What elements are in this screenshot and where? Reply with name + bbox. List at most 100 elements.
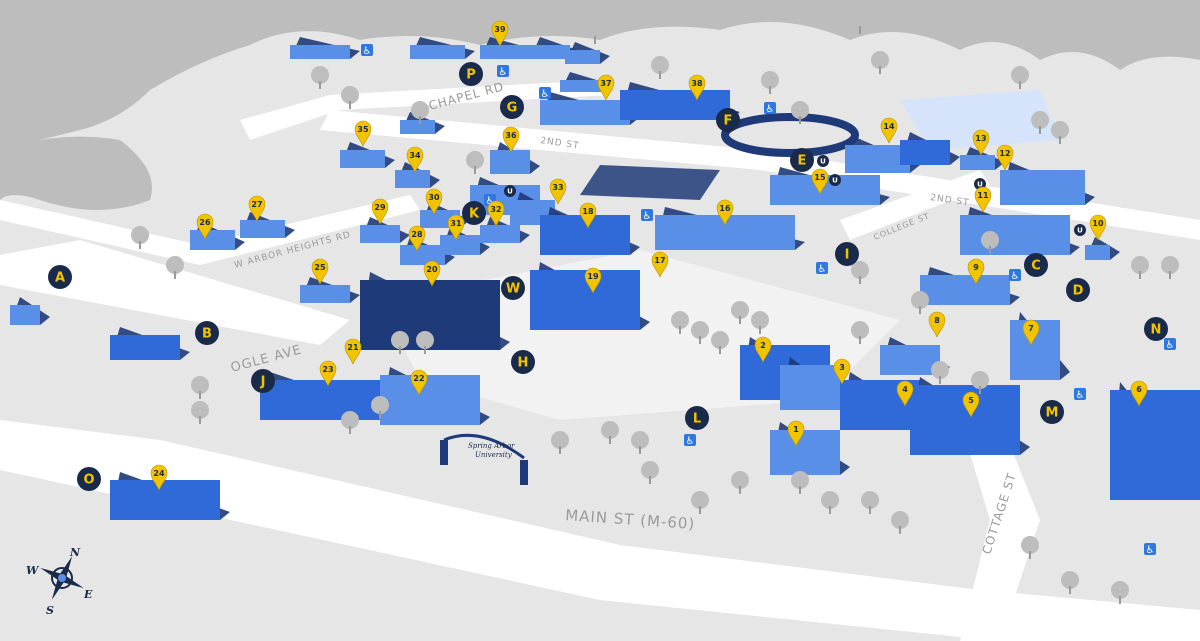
map-pin-icon bbox=[354, 120, 372, 147]
zone-marker-c[interactable]: C bbox=[1024, 253, 1048, 277]
building-pin-label: 22 bbox=[413, 374, 424, 383]
building-pin-36[interactable]: 36 bbox=[502, 126, 520, 153]
building-pin-19[interactable]: 19 bbox=[584, 267, 602, 294]
building-pin-11[interactable]: 11 bbox=[974, 186, 992, 213]
zone-marker-label: H bbox=[518, 356, 529, 371]
u-marker-icon bbox=[1074, 224, 1086, 236]
building-pin-27[interactable]: 27 bbox=[248, 195, 266, 222]
wheelchair-icon bbox=[361, 44, 373, 56]
map-pin-icon bbox=[1130, 380, 1148, 407]
building-pin-label: 23 bbox=[322, 365, 333, 374]
building-pin-6[interactable]: 6 bbox=[1130, 380, 1148, 407]
building-pin-23[interactable]: 23 bbox=[319, 360, 337, 387]
zone-marker-o[interactable]: O bbox=[77, 467, 101, 491]
u-marker-icon bbox=[817, 155, 829, 167]
map-pin-icon bbox=[962, 391, 980, 418]
building-pin-16[interactable]: 16 bbox=[716, 199, 734, 226]
building-pin-38[interactable]: 38 bbox=[688, 74, 706, 101]
map-pin-icon bbox=[787, 420, 805, 447]
map-pin-icon bbox=[319, 360, 337, 387]
building-pin-26[interactable]: 26 bbox=[196, 213, 214, 240]
map-pin-icon bbox=[425, 188, 443, 215]
map-pin-icon bbox=[833, 358, 851, 385]
zone-marker-e[interactable]: E bbox=[790, 148, 814, 172]
building-pin-label: 31 bbox=[450, 219, 462, 228]
zone-marker-j[interactable]: J bbox=[251, 369, 275, 393]
building-pin-label: 8 bbox=[934, 316, 940, 325]
wheelchair-glyph: ♿ bbox=[1146, 545, 1155, 556]
building-pin-13[interactable]: 13 bbox=[972, 129, 990, 156]
building-pin-28[interactable]: 28 bbox=[408, 225, 426, 252]
building-pin-25[interactable]: 25 bbox=[311, 258, 329, 285]
building-pin-4[interactable]: 4 bbox=[896, 380, 914, 407]
zone-marker-l[interactable]: L bbox=[685, 406, 709, 430]
map-pin-icon bbox=[688, 74, 706, 101]
building-pin-7[interactable]: 7 bbox=[1022, 319, 1040, 346]
zone-marker-i[interactable]: I bbox=[835, 242, 859, 266]
building-pins: 1234567891011121314151617181920212223242… bbox=[150, 20, 1148, 491]
map-pin-icon bbox=[150, 464, 168, 491]
map-pin-icon bbox=[447, 214, 465, 241]
building-pin-8[interactable]: 8 bbox=[928, 311, 946, 338]
building-pin-37[interactable]: 37 bbox=[597, 74, 615, 101]
building-pin-34[interactable]: 34 bbox=[406, 146, 424, 173]
building-pin-14[interactable]: 14 bbox=[880, 117, 898, 144]
zone-marker-n[interactable]: N bbox=[1144, 317, 1168, 341]
zone-marker-d[interactable]: D bbox=[1066, 278, 1090, 302]
building-pin-22[interactable]: 22 bbox=[410, 369, 428, 396]
gate-sign-line1: Spring Arbor bbox=[468, 442, 515, 450]
building-pin-label: 1 bbox=[793, 425, 799, 434]
building-pin-3[interactable]: 3 bbox=[833, 358, 851, 385]
wheelchair-icon bbox=[641, 209, 653, 221]
zone-marker-label: D bbox=[1073, 284, 1084, 299]
zone-marker-g[interactable]: G bbox=[500, 95, 524, 119]
building-pin-1[interactable]: 1 bbox=[787, 420, 805, 447]
zone-marker-h[interactable]: H bbox=[511, 350, 535, 374]
zone-marker-k[interactable]: K bbox=[462, 201, 486, 225]
athletic-area bbox=[580, 90, 1060, 200]
map-pin-icon bbox=[1089, 214, 1107, 241]
zone-marker-f[interactable]: F bbox=[716, 108, 740, 132]
wheelchair-icon bbox=[684, 434, 696, 446]
building-pin-label: 12 bbox=[999, 149, 1010, 158]
building-pin-15[interactable]: 15 bbox=[811, 168, 829, 195]
building-pin-2[interactable]: 2 bbox=[754, 336, 772, 363]
zone-marker-m[interactable]: M bbox=[1040, 400, 1064, 424]
map-pin-icon bbox=[549, 178, 567, 205]
building-pin-17[interactable]: 17 bbox=[651, 251, 669, 278]
zone-marker-label: O bbox=[83, 473, 94, 488]
building-pin-33[interactable]: 33 bbox=[549, 178, 567, 205]
map-pin-icon bbox=[408, 225, 426, 252]
building-pin-label: 4 bbox=[902, 385, 908, 394]
building-pin-21[interactable]: 21 bbox=[344, 338, 362, 365]
zone-marker-label: I bbox=[845, 248, 850, 263]
wheelchair-icon bbox=[1074, 388, 1086, 400]
building-pin-label: 21 bbox=[347, 343, 359, 352]
building-pin-32[interactable]: 32 bbox=[487, 200, 505, 227]
zone-marker-b[interactable]: B bbox=[195, 321, 219, 345]
building-pin-9[interactable]: 9 bbox=[967, 258, 985, 285]
building-pin-10[interactable]: 10 bbox=[1089, 214, 1107, 241]
building-pin-label: 19 bbox=[587, 272, 599, 281]
building-pin-39[interactable]: 39 bbox=[491, 20, 509, 47]
building-pin-24[interactable]: 24 bbox=[150, 464, 168, 491]
building-pin-31[interactable]: 31 bbox=[447, 214, 465, 241]
building-pin-label: 16 bbox=[719, 204, 731, 213]
zone-marker-a[interactable]: A bbox=[48, 265, 72, 289]
zone-marker-w[interactable]: W bbox=[501, 276, 525, 300]
building-pin-5[interactable]: 5 bbox=[962, 391, 980, 418]
building-pin-30[interactable]: 30 bbox=[425, 188, 443, 215]
building-pin-label: 10 bbox=[1092, 219, 1104, 228]
building-pin-29[interactable]: 29 bbox=[371, 198, 389, 225]
building-pin-20[interactable]: 20 bbox=[423, 260, 441, 287]
building-pin-35[interactable]: 35 bbox=[354, 120, 372, 147]
university-gate-sign: Spring Arbor University bbox=[440, 433, 528, 485]
zone-marker-p[interactable]: P bbox=[459, 62, 483, 86]
map-pin-icon bbox=[811, 168, 829, 195]
wheelchair-glyph: ♿ bbox=[1076, 390, 1085, 401]
building-pin-12[interactable]: 12 bbox=[996, 144, 1014, 171]
map-pin-icon bbox=[972, 129, 990, 156]
building-pin-18[interactable]: 18 bbox=[579, 202, 597, 229]
